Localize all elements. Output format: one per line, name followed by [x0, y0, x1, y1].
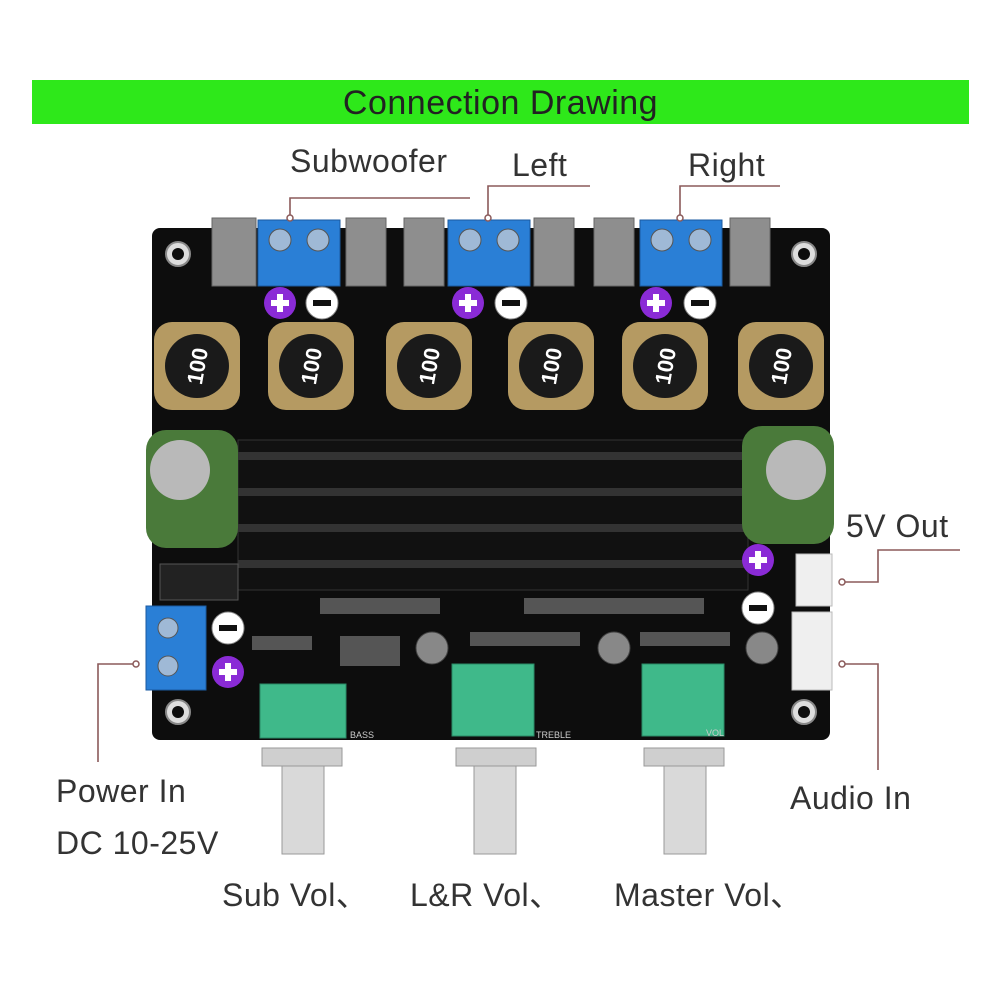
polarity-badges	[211, 286, 775, 688]
speaker-terminals	[257, 219, 723, 287]
plus-badge	[742, 544, 774, 576]
plus-badge	[640, 287, 672, 319]
minus-badge	[683, 286, 717, 320]
audio-in-connector	[791, 611, 833, 691]
inductors	[154, 322, 824, 410]
power-in-leader	[97, 663, 136, 762]
inductor	[154, 322, 240, 410]
right-terminal	[639, 219, 723, 287]
right-leader	[679, 185, 780, 218]
inductor	[622, 322, 708, 410]
minus-badge	[741, 591, 775, 625]
title-text: Connection Drawing	[342, 84, 659, 122]
minus-badge	[211, 611, 245, 645]
title-banner: Connection Drawing	[32, 80, 969, 124]
five-v-out-label: 5V Out	[846, 508, 949, 544]
master-vol-label: Master Vol、	[614, 877, 803, 913]
sub-vol-label: Sub Vol、	[222, 877, 369, 913]
subwoofer-label: Subwoofer	[290, 143, 448, 179]
leader-endpoints	[132, 214, 846, 668]
smd-components	[159, 563, 730, 666]
audio-in-leader	[842, 663, 879, 770]
subwoofer-leader	[289, 197, 470, 218]
heatsink	[237, 439, 749, 591]
inductor	[268, 322, 354, 410]
five-v-out-leader	[842, 549, 960, 583]
minus-badge	[494, 286, 528, 320]
sub-vol-potentiometer	[259, 683, 347, 855]
plus-badge	[452, 287, 484, 319]
power-terminal	[145, 605, 207, 691]
power-in-label: Power In	[56, 773, 187, 809]
subwoofer-terminal	[257, 219, 341, 287]
plus-badge	[212, 656, 244, 688]
five-v-out-connector	[795, 553, 833, 607]
power-voltage-label: DC 10-25V	[56, 825, 219, 861]
inductor	[386, 322, 472, 410]
small-capacitors	[415, 631, 779, 665]
left-label: Left	[512, 147, 568, 183]
silkscreen-vol: VOL	[706, 728, 724, 738]
audio-in-label: Audio In	[790, 780, 912, 816]
silkscreen-treble: TREBLE	[536, 730, 571, 740]
electrolytic-capacitor-left	[146, 430, 238, 548]
electrolytic-capacitor-right	[742, 426, 834, 544]
jst-connectors	[791, 553, 833, 691]
left-terminal	[447, 219, 531, 287]
master-vol-potentiometer	[641, 663, 725, 855]
plus-badge	[264, 287, 296, 319]
right-label: Right	[688, 147, 766, 183]
lr-vol-potentiometer	[451, 663, 537, 855]
left-leader	[487, 185, 590, 218]
silkscreen-bass: BASS	[350, 730, 374, 740]
leader-lines	[97, 185, 960, 770]
minus-badge	[305, 286, 339, 320]
lr-vol-label: L&R Vol、	[410, 877, 562, 913]
inductor	[738, 322, 824, 410]
film-capacitors	[211, 217, 771, 287]
inductor	[508, 322, 594, 410]
